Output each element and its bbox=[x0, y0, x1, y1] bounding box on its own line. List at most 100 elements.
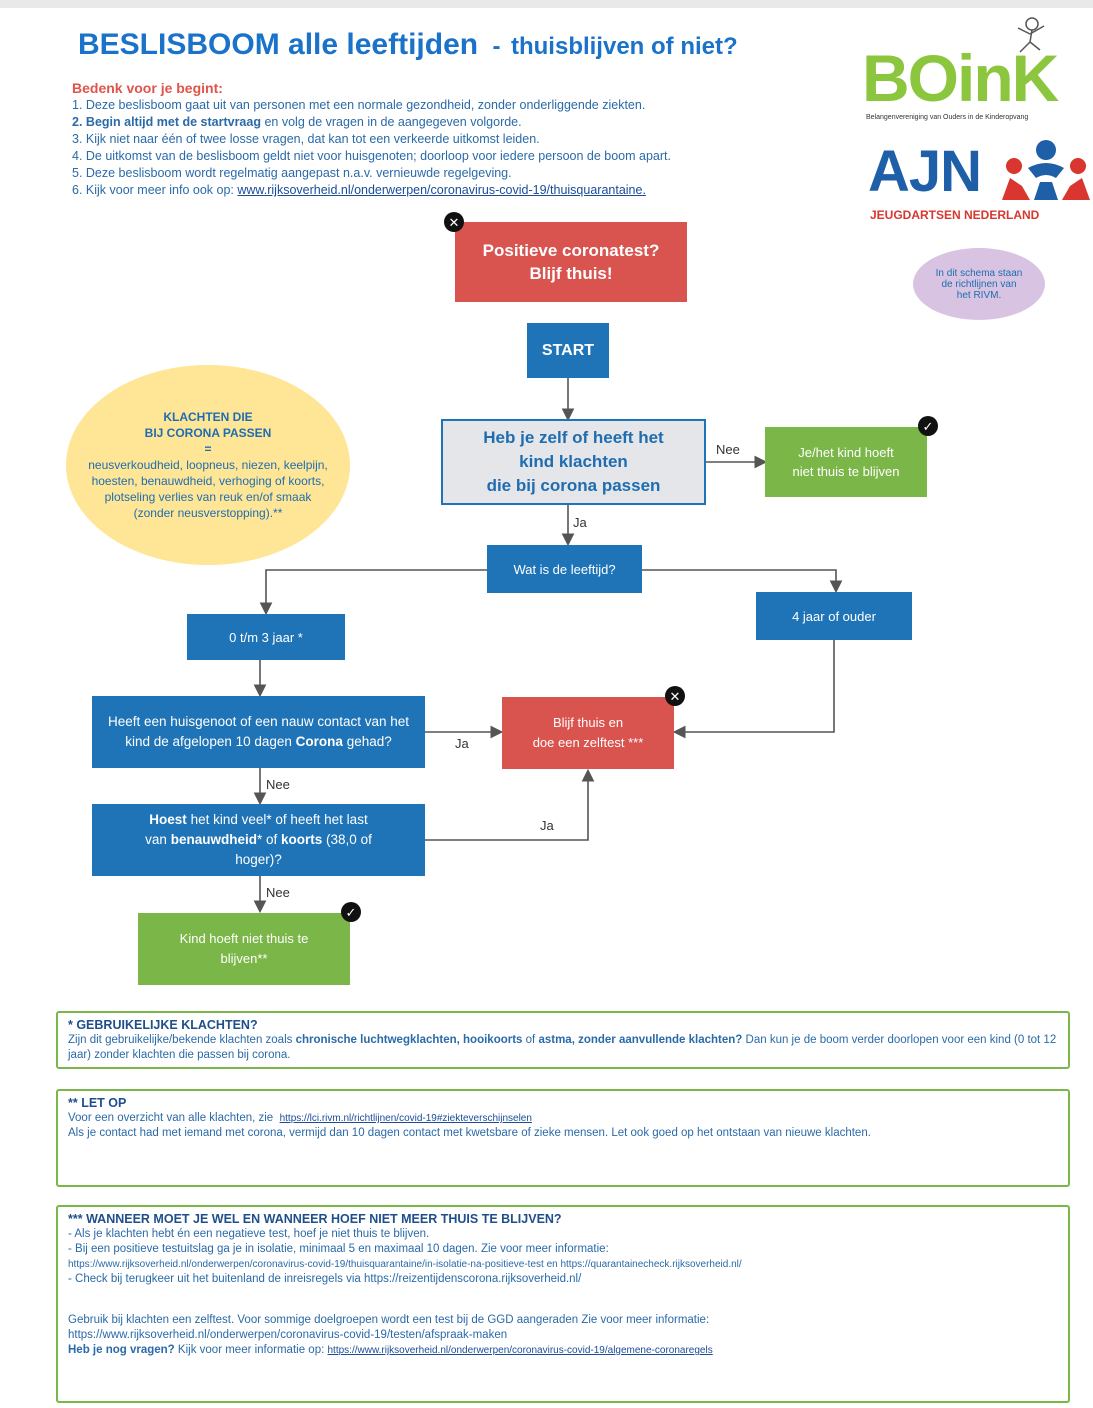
note2-heading: ** LET OP bbox=[68, 1096, 127, 1110]
edge-label-nee-1: Nee bbox=[716, 442, 740, 457]
title-sub: thuisblijven of niet? bbox=[510, 33, 738, 60]
note1-heading: * GEBRUIKELIJKE KLACHTEN? bbox=[68, 1018, 258, 1032]
intro-item-2-bold: Begin altijd met de startvraag bbox=[85, 115, 261, 129]
rivm-note: In dit schema staan de richtlijnen van h… bbox=[913, 248, 1045, 320]
contact-post: gehad? bbox=[346, 734, 392, 749]
note-common-complaints: * GEBRUIKELIJKE KLACHTEN? Zijn dit gebru… bbox=[56, 1011, 1070, 1069]
edge-label-ja-1: Ja bbox=[573, 515, 587, 530]
note1-t3: Dan kun je de boom verder doorlopen voor… bbox=[68, 1034, 1057, 1061]
note2-link[interactable]: https://lci.rivm.nl/richtlijnen/covid-19… bbox=[279, 1113, 532, 1124]
symptoms-ellipse: KLACHTEN DIE BIJ CORONA PASSEN = neusver… bbox=[66, 365, 350, 565]
kid-ok-line1: Kind hoeft niet thuis te bbox=[179, 931, 309, 946]
stay-test-line2: doe een zelftest *** bbox=[532, 735, 644, 750]
ajn-subtitle: JEUGDARTSEN NEDERLAND bbox=[870, 208, 1040, 222]
cough-question-text: Hoest het kind veel* of heeft het last v… bbox=[140, 810, 377, 870]
edge-label-ja-2: Ja bbox=[455, 736, 469, 751]
note-when-stay-home: *** WANNEER MOET JE WEL EN WANNEER HOEF … bbox=[56, 1205, 1070, 1403]
note3-heading: *** WANNEER MOET JE WEL EN WANNEER HOEF … bbox=[68, 1212, 562, 1226]
title-main: BESLISBOOM alle leeftijden bbox=[78, 28, 479, 61]
note-let-op: ** LET OP Voor een overzicht van alle kl… bbox=[56, 1089, 1070, 1187]
note3-l4: - Check bij terugkeer uit het buitenland… bbox=[68, 1273, 582, 1285]
note1-b1: chronische luchtwegklachten, hooikoorts bbox=[295, 1034, 523, 1046]
cough-b1: Hoest bbox=[149, 812, 187, 827]
positive-test-line2: Blijf thuis! bbox=[529, 264, 613, 283]
symptoms-eq: = bbox=[204, 442, 212, 456]
intro-list: Bedenk voor je begint: 1. Deze beslisboo… bbox=[72, 80, 852, 199]
stay-test-line1: Blijf thuis en bbox=[552, 715, 624, 730]
symptoms-question-box: Heb je zelf of heeft het kind klachten d… bbox=[441, 419, 706, 505]
age-question-box: Wat is de leeftijd? bbox=[487, 545, 642, 593]
contact-bold: Corona bbox=[295, 734, 343, 749]
x-circle-icon: ✕ bbox=[665, 686, 685, 706]
note2-t2: Als je contact had met iemand met corona… bbox=[68, 1127, 871, 1139]
ajn-logo: AJN JEUGDARTSEN NEDERLAND bbox=[868, 138, 1093, 228]
intro-item-6-link[interactable]: www.rijksoverheid.nl/onderwerpen/coronav… bbox=[237, 183, 646, 197]
age-young-label: 0 t/m 3 jaar * bbox=[229, 629, 303, 645]
note1-b2: astma, zonder aanvullende klachten? bbox=[538, 1034, 743, 1046]
intro-item-2: 2. Begin altijd met de startvraag en vol… bbox=[72, 114, 852, 131]
cough-question-box: Hoest het kind veel* of heeft het last v… bbox=[92, 804, 425, 876]
stay-home-test-box: Blijf thuis en doe een zelftest *** bbox=[502, 697, 674, 769]
edge-label-nee-3: Nee bbox=[266, 885, 290, 900]
note3-t7: Kijk voor meer informatie op: bbox=[177, 1344, 325, 1356]
intro-heading: Bedenk voor je begint: bbox=[72, 80, 223, 96]
top-bar bbox=[0, 0, 1093, 8]
age-old-label: 4 jaar of ouder bbox=[792, 608, 876, 624]
symptoms-text: neusverkoudheid, loopneus, niezen, keelp… bbox=[88, 458, 328, 520]
kid-no-stay-box: Kind hoeft niet thuis te blijven** bbox=[138, 913, 350, 985]
intro-item-5: 5. Deze beslisboom wordt regelmatig aang… bbox=[72, 166, 512, 180]
cough-b3: koorts bbox=[281, 832, 323, 847]
note3-link7[interactable]: https://www.rijksoverheid.nl/onderwerpen… bbox=[327, 1345, 713, 1356]
no-stay-home-line1: Je/het kind hoeft bbox=[798, 445, 894, 460]
x-circle-icon: ✕ bbox=[444, 212, 464, 232]
note3-l5: Gebruik bij klachten een zelftest. Voor … bbox=[68, 1314, 710, 1326]
ajn-people-icon bbox=[1002, 140, 1090, 200]
intro-item-1: 1. Deze beslisboom gaat uit van personen… bbox=[72, 98, 646, 112]
cough-b2: benauwdheid bbox=[170, 832, 257, 847]
symptoms-heading-2: BIJ CORONA PASSEN bbox=[144, 426, 272, 440]
q1-line1: Heb je zelf of heeft het bbox=[483, 428, 664, 447]
no-stay-home-line2: niet thuis te blijven bbox=[792, 464, 900, 479]
boink-subtitle: Belangenvereniging van Ouders in de Kind… bbox=[866, 114, 1029, 121]
boink-logo: BOinK Belangenvereniging van Ouders in d… bbox=[862, 14, 1093, 126]
boink-wordmark: BOinK bbox=[862, 41, 1059, 115]
intro-item-2-num: 2. bbox=[72, 115, 83, 129]
kid-ok-line2: blijven** bbox=[220, 951, 268, 966]
flow-connectors bbox=[253, 378, 843, 914]
page-title: BESLISBOOM alle leeftijden - thuisblijve… bbox=[78, 28, 738, 62]
contact-pre: Heeft een huisgenoot of een nauw contact… bbox=[108, 714, 409, 749]
intro-item-6: 6. Kijk voor meer info ook op: www.rijks… bbox=[72, 182, 852, 199]
note3-l1: - Als je klachten hebt én een negatieve … bbox=[68, 1228, 430, 1240]
start-label: START bbox=[541, 341, 595, 359]
cough-t1: het kind veel* of heeft het last van bbox=[145, 812, 368, 847]
age-old-box: 4 jaar of ouder bbox=[756, 592, 912, 640]
cough-t3: (38,0 of hoger)? bbox=[235, 832, 372, 867]
contact-question-box: Heeft een huisgenoot of een nauw contact… bbox=[92, 696, 425, 768]
ajn-wordmark: AJN bbox=[868, 139, 982, 204]
title-separator: - bbox=[492, 33, 501, 60]
rivm-note-text: In dit schema staan de richtlijnen van h… bbox=[935, 267, 1023, 301]
cough-t2: * of bbox=[256, 832, 278, 847]
check-circle-icon: ✓ bbox=[341, 902, 361, 922]
q1-line3: die bij corona passen bbox=[486, 476, 661, 495]
age-young-box: 0 t/m 3 jaar * bbox=[187, 614, 345, 660]
note1-t2: of bbox=[525, 1034, 536, 1046]
q1-line2: kind klachten bbox=[519, 452, 628, 471]
boink-figure-icon bbox=[1017, 17, 1045, 53]
age-question-label: Wat is de leeftijd? bbox=[513, 561, 616, 577]
note3-l2: - Bij een positieve testuitslag ga je in… bbox=[68, 1243, 609, 1255]
note1-body: Zijn dit gebruikelijke/bekende klachten … bbox=[68, 1033, 1058, 1063]
intro-item-3: 3. Kijk niet naar één of twee losse vrag… bbox=[72, 132, 540, 146]
note3-l3: https://www.rijksoverheid.nl/onderwerpen… bbox=[68, 1259, 742, 1270]
check-circle-icon: ✓ bbox=[918, 416, 938, 436]
no-stay-home-box: Je/het kind hoeft niet thuis te blijven bbox=[765, 427, 927, 497]
note1-t1: Zijn dit gebruikelijke/bekende klachten … bbox=[68, 1034, 293, 1046]
note3-l7: Heb je nog vragen? Kijk voor meer inform… bbox=[68, 1343, 1058, 1358]
intro-item-6-prefix: 6. Kijk voor meer info ook op: bbox=[72, 183, 234, 197]
note2-t1: Voor een overzicht van alle klachten, zi… bbox=[68, 1112, 274, 1124]
note3-l6: https://www.rijksoverheid.nl/onderwerpen… bbox=[68, 1329, 508, 1341]
contact-question-text: Heeft een huisgenoot of een nauw contact… bbox=[104, 712, 413, 752]
note3-spacer bbox=[68, 1287, 1058, 1313]
note3-b7: Heb je nog vragen? bbox=[68, 1344, 175, 1356]
intro-item-2-rest: en volg de vragen in de aangegeven volgo… bbox=[264, 115, 522, 129]
